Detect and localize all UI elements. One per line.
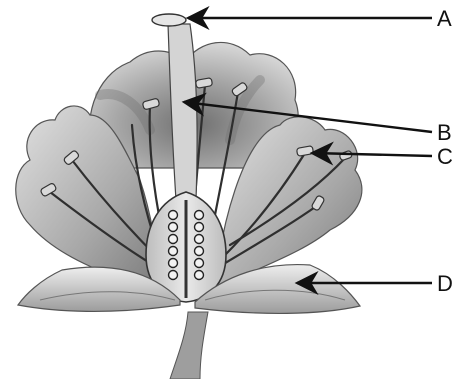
label-b: B xyxy=(437,120,452,145)
stem xyxy=(170,312,208,379)
label-c: C xyxy=(437,144,453,169)
style xyxy=(168,24,197,200)
label-a: A xyxy=(437,6,452,31)
stigma xyxy=(152,14,186,26)
label-d: D xyxy=(437,271,453,296)
